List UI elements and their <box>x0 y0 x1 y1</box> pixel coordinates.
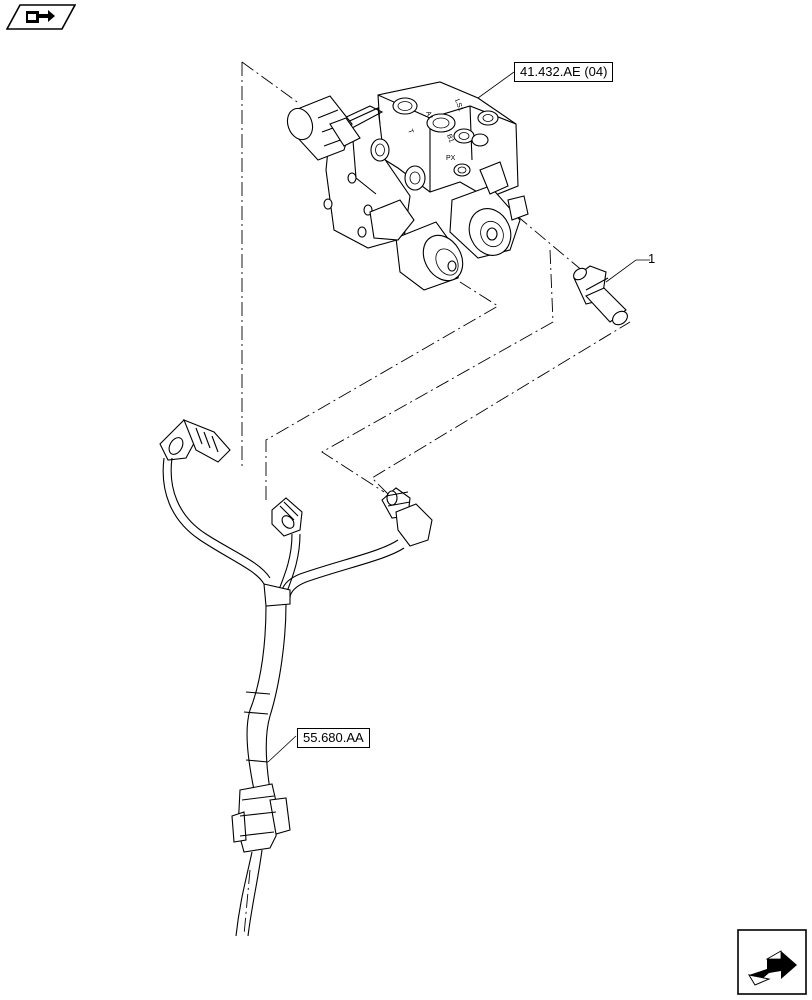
book-arrow-icon <box>5 4 77 30</box>
pressure-sensor <box>573 265 628 326</box>
valve-reference-callout[interactable]: 41.432.AE (04) <box>514 62 614 82</box>
next-page-arrow-icon <box>737 929 807 995</box>
next-page-button[interactable] <box>737 929 807 995</box>
svg-text:PX: PX <box>446 155 456 162</box>
dashed-connection-lines <box>241 61 631 936</box>
leader-lines <box>267 71 650 763</box>
valve-block: T A1 LS1 B1 PX <box>286 81 529 291</box>
svg-text:LS1: LS1 <box>453 98 464 112</box>
svg-text:T: T <box>406 128 414 135</box>
book-arrow-button[interactable] <box>5 4 77 30</box>
svg-text:B1: B1 <box>445 133 455 144</box>
item-number-label: 1 <box>648 251 656 266</box>
wiring-harness <box>159 419 433 937</box>
svg-text:A1: A1 <box>424 110 434 121</box>
harness-reference-callout[interactable]: 55.680.AA <box>297 728 370 748</box>
